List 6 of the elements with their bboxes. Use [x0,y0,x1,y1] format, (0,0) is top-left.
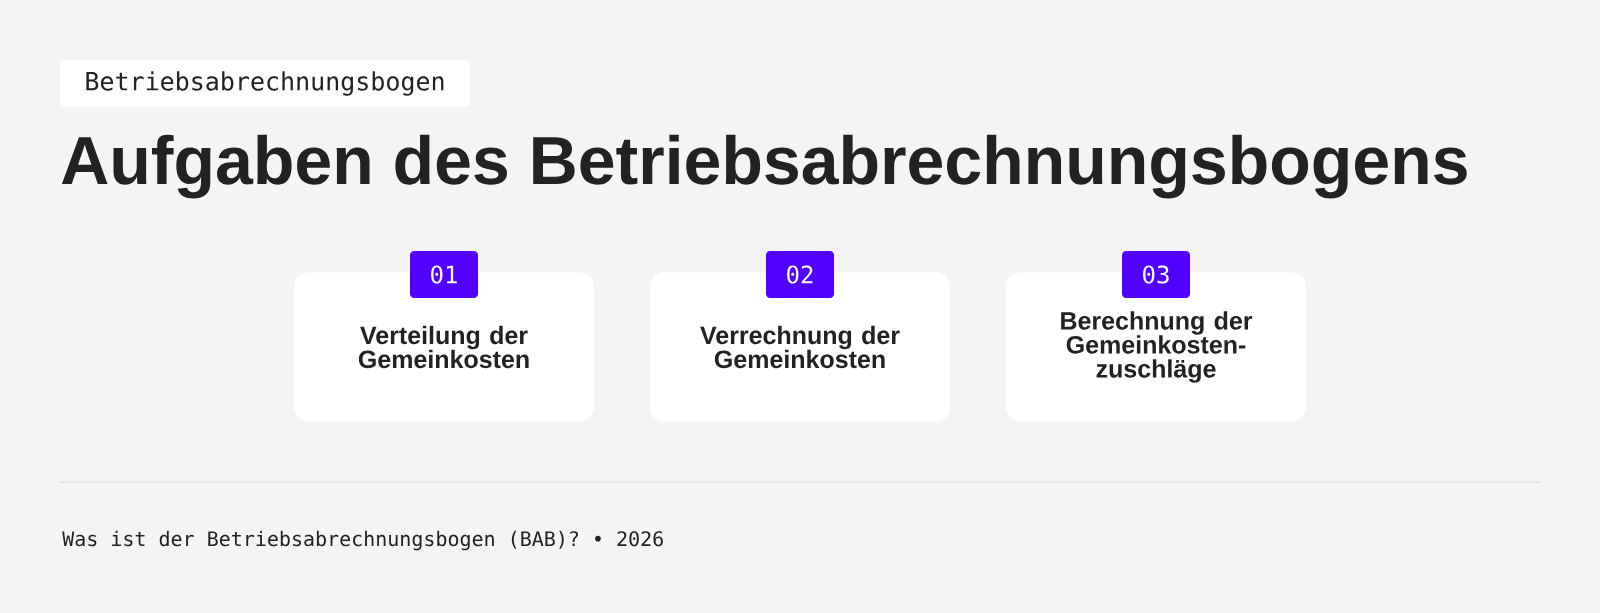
number-badge: 01 [410,251,478,298]
number-badge: 02 [766,251,834,298]
tag-label: Betriebsabrechnungsbogen [60,60,470,107]
title: Aufgaben des Betriebsabrechnungsbogens [61,134,1467,199]
caption: Was ist der Betriebsabrechnungsbogen (BAB)? • 2026 [62,530,663,551]
number-badge: 03 [1122,251,1190,298]
